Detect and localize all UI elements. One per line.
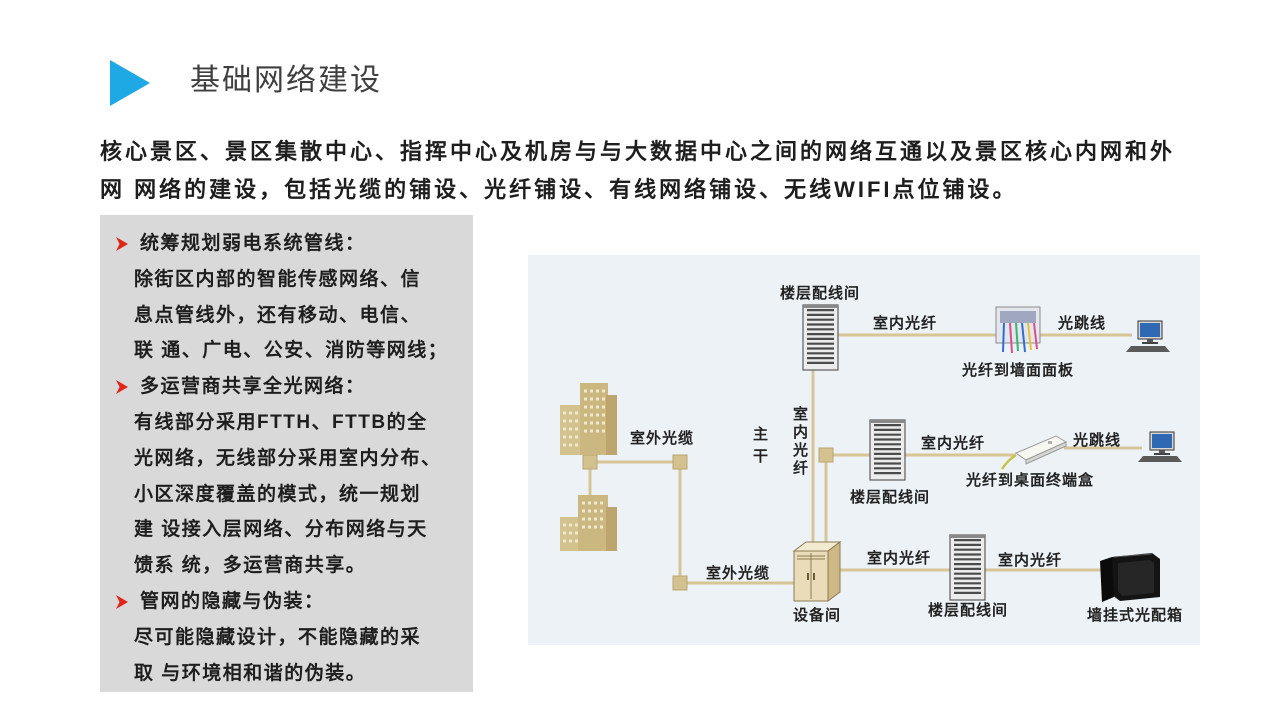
- label-trunk: 主干: [751, 426, 769, 470]
- label-indoor-fiber: 室内光纤: [920, 434, 986, 452]
- network-diagram-graphic: [560, 304, 1182, 602]
- arrow-bullet-icon: [116, 594, 128, 609]
- label-floor-room: 楼层配线间: [849, 488, 931, 506]
- computer-icon: [1138, 431, 1182, 462]
- page-title: 基础网络建设: [190, 64, 382, 97]
- bullet-heading-text: 多运营商共享全光网络：: [140, 376, 366, 398]
- arrow-bullet-icon: [116, 237, 128, 251]
- network-diagram: 楼层配线间 室内光纤 光跳线 光纤到墙面面板 室外光缆 主干 室内光纤 室内光纤…: [528, 255, 1200, 645]
- label-wall-panel: 光纤到墙面面板: [961, 361, 1075, 379]
- label-patch-cord: 光跳线: [1072, 431, 1122, 449]
- junction-boxes: [582, 447, 834, 591]
- intro-paragraph: 核心景区、景区集散中心、指挥中心及机房与与大数据中心之间的网络互通以及景区核心内…: [100, 133, 1200, 209]
- computer-icon: [1126, 320, 1170, 352]
- label-desktop-box: 光纤到桌面终端盒: [965, 471, 1095, 489]
- bullet-body-line: 联 通、广电、公安、消防等网线；: [134, 340, 449, 362]
- bullet-body-line: 有线部分采用FTTH、FTTB的全: [134, 411, 428, 433]
- bullet-body-line: 馈系 统，多运营商共享。: [134, 555, 367, 577]
- cabinet-icon: [792, 541, 842, 602]
- bullet-panel: 统筹规划弱电系统管线： 除街区内部的智能传感网络、信 息点管线外，还有移动、电信…: [100, 215, 473, 692]
- label-outdoor-cable: 室外光缆: [629, 429, 695, 447]
- label-wall-box: 墙挂式光配箱: [1086, 606, 1184, 624]
- junction-box: [672, 454, 688, 470]
- intro-line: 核心景区、景区集散中心、指挥中心及机房与与大数据中心之间的网络互通以及景区核心内…: [100, 139, 1176, 164]
- play-triangle-icon: [110, 60, 150, 106]
- label-indoor-fiber: 室内光纤: [872, 314, 938, 332]
- bullet-heading-text: 统筹规划弱电系统管线：: [140, 233, 366, 254]
- bullet-body-line: 建 设接入层网络、分布网络与天: [134, 519, 428, 541]
- bullet-heading: 统筹规划弱电系统管线：: [100, 226, 473, 262]
- label-outdoor-cable: 室外光缆: [705, 564, 771, 582]
- label-equipment-room: 设备间: [792, 606, 842, 624]
- junction-box: [672, 575, 688, 591]
- bullet-body-line: 取 与环境相和谐的伪装。: [134, 662, 367, 684]
- building-icon: [560, 495, 617, 551]
- bullet-heading: 管网的隐藏与伪装：: [100, 584, 473, 620]
- rack-icon: [869, 419, 906, 481]
- label-indoor-fiber: 室内光纤: [997, 551, 1063, 569]
- bullet-heading: 多运营商共享全光网络：: [100, 369, 473, 405]
- junction-box: [818, 447, 834, 463]
- bullet-body-line: 光网络，无线部分采用室内分布、: [134, 447, 442, 469]
- junction-box: [582, 454, 598, 470]
- label-indoor-fiber-vertical: 室内光纤: [791, 406, 809, 478]
- bullet-body-line: 小区深度覆盖的模式，统一规划: [134, 483, 422, 505]
- fiber-box-icon: [1100, 553, 1160, 602]
- terminal-box-icon: [1000, 435, 1068, 470]
- wall-panel-icon: [995, 306, 1041, 354]
- rack-icon: [802, 304, 839, 371]
- fiber-lines: [588, 333, 1142, 585]
- arrow-bullet-icon: [116, 380, 128, 395]
- building-icon: [560, 383, 617, 455]
- intro-line: 网 网络的建设，包括光缆的铺设、光纤铺设、有线网络铺设、无线WIFI点位铺设。: [100, 177, 1018, 202]
- rack-icon: [949, 534, 986, 601]
- bullet-heading-text: 管网的隐藏与伪装：: [140, 590, 325, 612]
- label-indoor-fiber: 室内光纤: [866, 549, 932, 567]
- bullet-body-line: 息点管线外，还有移动、电信、: [134, 304, 422, 326]
- label-floor-room: 楼层配线间: [779, 284, 861, 302]
- bullet-body-line: 尽可能隐藏设计，不能隐藏的采: [134, 626, 422, 648]
- bullet-body-line: 除街区内部的智能传感网络、信: [134, 268, 422, 290]
- label-patch-cord: 光跳线: [1057, 314, 1107, 332]
- label-floor-room: 楼层配线间: [927, 601, 1009, 619]
